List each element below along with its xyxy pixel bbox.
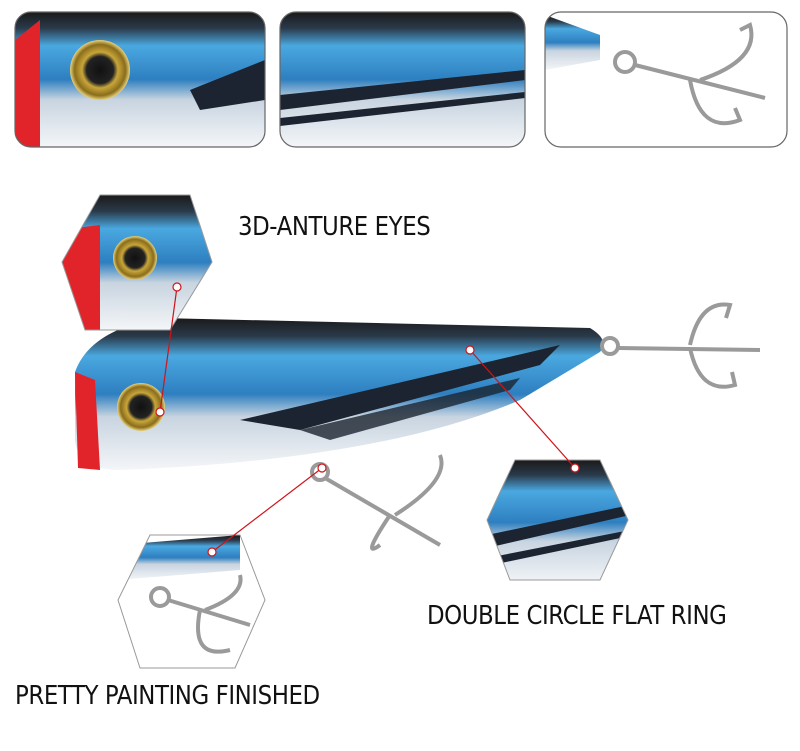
callout-scales bbox=[487, 460, 628, 580]
detail-panel-hook bbox=[545, 12, 787, 147]
callout-painting bbox=[118, 535, 265, 668]
label-eyes: 3D-ANTURE EYES bbox=[238, 212, 431, 242]
label-ring: DOUBLE CIRCLE FLAT RING bbox=[427, 601, 727, 631]
callout-eye bbox=[62, 195, 212, 330]
hooks bbox=[310, 302, 761, 551]
detail-panel-scales bbox=[280, 12, 525, 147]
lure-body bbox=[75, 318, 604, 470]
callout-lines bbox=[155, 282, 580, 557]
label-painting: PRETTY PAINTING FINISHED bbox=[15, 681, 320, 711]
detail-panel-eye bbox=[15, 12, 265, 147]
